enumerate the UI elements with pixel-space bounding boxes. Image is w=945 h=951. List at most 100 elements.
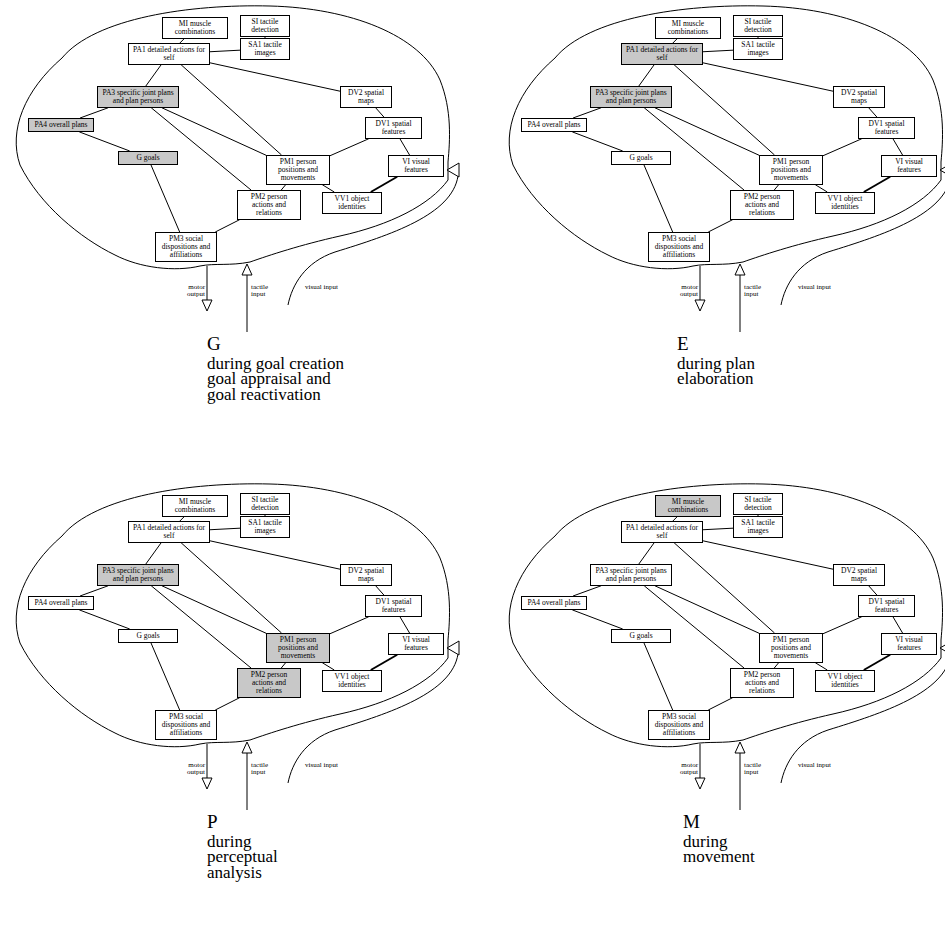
area-label: G goals bbox=[122, 632, 174, 640]
area-label: DV1 spatial features bbox=[369, 120, 418, 136]
connection-line bbox=[371, 655, 397, 670]
motor-label: motor output bbox=[671, 762, 698, 776]
visual-label: visual input bbox=[305, 284, 338, 291]
area-label: MI muscle combinations bbox=[166, 498, 224, 514]
area-label: DV1 spatial features bbox=[862, 598, 911, 614]
area-label: PA3 specific joint plans and plan person… bbox=[594, 567, 668, 583]
connection-line bbox=[572, 610, 622, 629]
area-label: PA3 specific joint plans and plan person… bbox=[101, 567, 175, 583]
area-box: PA4 overall plans bbox=[521, 596, 587, 610]
area-box: PM1 person positions and movements bbox=[266, 155, 330, 185]
motor-arrow-head bbox=[695, 300, 705, 311]
area-box: PA3 specific joint plans and plan person… bbox=[590, 564, 672, 586]
connection-line bbox=[151, 643, 180, 710]
connection-line bbox=[181, 65, 281, 155]
area-label: MI muscle combinations bbox=[166, 20, 224, 36]
connection-line bbox=[674, 543, 774, 633]
connection-line bbox=[210, 50, 240, 52]
area-label: PM3 social dispositions and affiliations bbox=[652, 713, 706, 737]
area-label: PA4 overall plans bbox=[32, 121, 90, 129]
brain-outline bbox=[16, 484, 449, 747]
area-label: SI tactile detection bbox=[737, 18, 779, 34]
area-box: PM2 person actions and relations bbox=[237, 668, 301, 698]
area-label: DV2 spatial maps bbox=[344, 89, 388, 105]
area-label: MI muscle combinations bbox=[659, 20, 717, 36]
area-label: PM2 person actions and relations bbox=[734, 671, 790, 695]
area-label: VV1 object identities bbox=[326, 195, 378, 211]
connection-line bbox=[322, 663, 334, 670]
connection-line bbox=[215, 220, 239, 232]
motor-arrow-head bbox=[202, 300, 212, 311]
area-box: SI tactile detection bbox=[733, 493, 783, 515]
area-box: DV1 spatial features bbox=[858, 595, 915, 617]
area-box: PA1 detailed actions for self bbox=[621, 521, 703, 543]
area-box: VV1 object identities bbox=[815, 192, 875, 214]
area-box: VV1 object identities bbox=[322, 192, 382, 214]
connection-line bbox=[322, 185, 334, 192]
connection-line bbox=[708, 220, 732, 232]
connection-line bbox=[210, 63, 340, 91]
connection-line bbox=[708, 698, 732, 710]
area-box: PA4 overall plans bbox=[28, 118, 94, 132]
panel-caption: during perceptual analysis bbox=[207, 834, 289, 880]
connection-line bbox=[703, 541, 833, 569]
area-box: G goals bbox=[611, 151, 671, 165]
area-box: DV2 spatial maps bbox=[340, 86, 392, 108]
area-label: SI tactile detection bbox=[244, 18, 286, 34]
area-box: G goals bbox=[611, 629, 671, 643]
area-label: VI visual features bbox=[885, 158, 933, 174]
area-box: PM3 social dispositions and affiliations bbox=[648, 232, 710, 262]
connection-line bbox=[400, 617, 410, 633]
area-label: PA4 overall plans bbox=[525, 121, 583, 129]
connection-line bbox=[79, 610, 129, 629]
panel-letter: G bbox=[207, 334, 221, 353]
area-box: PM1 person positions and movements bbox=[266, 633, 330, 663]
area-box: PM2 person actions and relations bbox=[730, 190, 794, 220]
connection-line bbox=[639, 543, 654, 564]
area-box: SI tactile detection bbox=[240, 493, 290, 515]
area-box: SA1 tactile images bbox=[240, 516, 290, 538]
area-box: PM2 person actions and relations bbox=[730, 668, 794, 698]
area-label: VI visual features bbox=[885, 636, 933, 652]
panel-letter: P bbox=[207, 812, 218, 831]
connection-line bbox=[869, 108, 877, 117]
area-label: SA1 tactile images bbox=[244, 519, 286, 535]
connection-line bbox=[162, 108, 266, 155]
area-label: VI visual features bbox=[392, 636, 440, 652]
tactile-label: tactile input bbox=[251, 762, 281, 776]
connection-line bbox=[376, 586, 384, 595]
connection-line bbox=[655, 586, 759, 633]
area-label: G goals bbox=[615, 154, 667, 162]
area-label: VV1 object identities bbox=[819, 673, 871, 689]
connection-line bbox=[644, 108, 744, 190]
area-label: SA1 tactile images bbox=[737, 41, 779, 57]
connection-line bbox=[893, 617, 903, 633]
tactile-label: tactile input bbox=[744, 762, 774, 776]
area-label: SI tactile detection bbox=[737, 496, 779, 512]
area-label: PM3 social dispositions and affiliations bbox=[159, 713, 213, 737]
area-box: SA1 tactile images bbox=[240, 38, 290, 60]
motor-label: motor output bbox=[178, 284, 205, 298]
area-box: PA3 specific joint plans and plan person… bbox=[590, 86, 672, 108]
panel-letter: M bbox=[683, 812, 700, 831]
area-label: DV1 spatial features bbox=[369, 598, 418, 614]
area-box: MI muscle combinations bbox=[655, 495, 721, 517]
motor-label: motor output bbox=[178, 762, 205, 776]
connection-line bbox=[572, 132, 622, 151]
area-box: VI visual features bbox=[881, 155, 937, 177]
connection-line bbox=[655, 108, 759, 155]
area-label: PM2 person actions and relations bbox=[241, 671, 297, 695]
area-label: SA1 tactile images bbox=[244, 41, 286, 57]
area-box: PA1 detailed actions for self bbox=[128, 521, 210, 543]
connection-line bbox=[644, 643, 673, 710]
connection-line bbox=[674, 65, 774, 155]
panel-caption: during goal creation goal appraisal and … bbox=[207, 356, 347, 402]
connection-line bbox=[639, 65, 654, 86]
connection-line bbox=[210, 528, 240, 530]
area-label: DV1 spatial features bbox=[862, 120, 911, 136]
area-label: SA1 tactile images bbox=[737, 519, 779, 535]
area-label: PA1 detailed actions for self bbox=[132, 524, 206, 540]
area-label: VV1 object identities bbox=[326, 673, 378, 689]
